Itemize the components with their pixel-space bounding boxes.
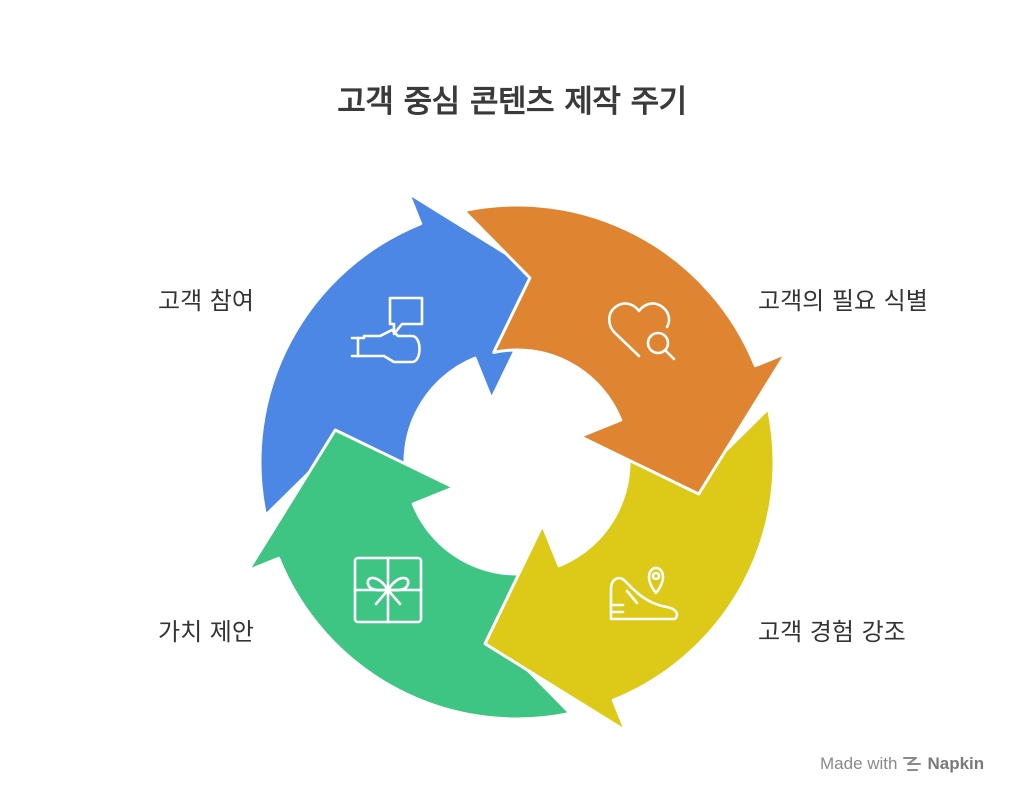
footer-watermark: Made with Napkin <box>820 754 984 774</box>
handshake-chat-icon <box>350 296 424 364</box>
shoe-location-icon <box>609 566 679 621</box>
step-label-engagement: 고객 참여 <box>158 287 254 315</box>
footer-prefix: Made with <box>820 754 898 773</box>
page-title: 고객 중심 콘텐츠 제작 주기 <box>337 84 687 120</box>
step-label-identify-needs: 고객의 필요 식별 <box>758 287 928 315</box>
heart-search-icon <box>607 302 676 361</box>
segment-identify-needs <box>462 203 788 496</box>
napkin-logo-icon <box>903 757 922 771</box>
gift-icon <box>353 556 423 624</box>
step-label-emphasize-experience: 고객 경험 강조 <box>758 618 906 646</box>
footer-brand: Napkin <box>927 754 985 773</box>
step-label-value-proposition: 가치 제안 <box>158 618 254 646</box>
